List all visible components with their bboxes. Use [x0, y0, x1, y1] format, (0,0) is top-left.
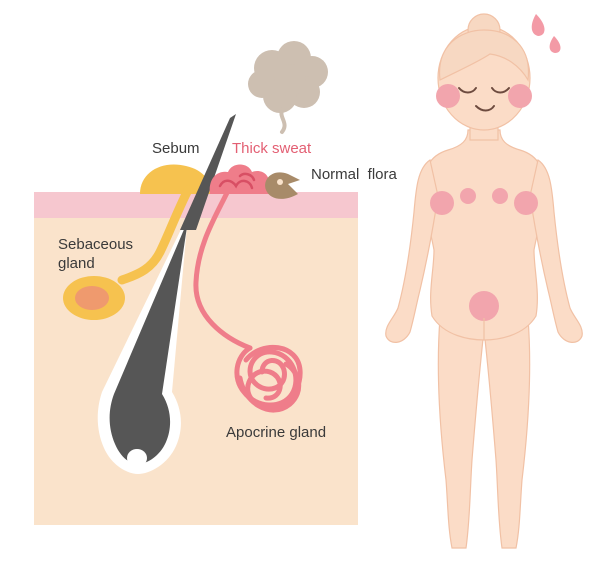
sebum-blob: [140, 164, 211, 194]
mouth: [475, 105, 495, 112]
odor-zone-right-chest: [492, 188, 508, 204]
odor-zone-left-chest: [460, 188, 476, 204]
label-sebaceous-gland-line2: gland: [58, 255, 95, 272]
left-cheek: [436, 84, 460, 108]
hair-bulb-papilla: [127, 449, 147, 467]
face: [458, 87, 510, 112]
odor-zone-groin: [469, 291, 499, 321]
hair-fringe: [439, 29, 530, 82]
bacteria-icon: [265, 172, 300, 199]
left-eye: [458, 87, 477, 94]
label-sebum: Sebum: [152, 140, 200, 157]
apocrine-gland-coil: [234, 344, 303, 413]
left-leg: [437, 317, 485, 549]
odor-zone-right-armpit: [514, 191, 538, 215]
woman-hair: [439, 13, 530, 82]
right-leg: [483, 317, 531, 549]
odor-zone-left-armpit: [430, 191, 454, 215]
hair-shaft: [180, 114, 236, 230]
label-thick-sweat: Thick sweat: [232, 140, 312, 157]
right-eye: [491, 87, 510, 94]
left-arm: [385, 159, 439, 343]
dermis-layer: [34, 192, 358, 525]
right-cheek: [508, 84, 532, 108]
label-sebaceous-gland-line1: Sebaceous: [58, 236, 134, 253]
woman-body: [385, 25, 583, 549]
label-normal-flora: Normal flora: [311, 166, 397, 183]
sweat-drop-icon: [531, 14, 561, 53]
sebaceous-duct: [117, 185, 193, 285]
right-arm: [529, 159, 583, 343]
sebaceous-gland-core: [75, 286, 109, 310]
odor-cloud-icon: [248, 41, 328, 134]
thick-sweat-blob: [209, 164, 271, 194]
hair-follicle: [109, 220, 188, 464]
apocrine-duct: [193, 179, 253, 351]
label-apocrine-gland: Apocrine gland: [226, 424, 327, 441]
odor-zones: [430, 188, 538, 321]
